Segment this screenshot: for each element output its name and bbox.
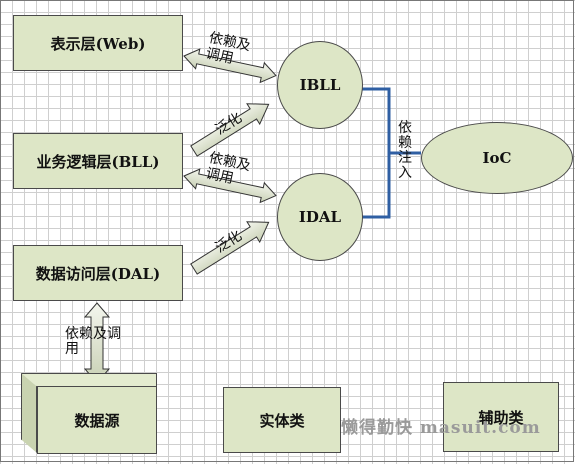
watermark: 懒得勤快 masuit.com	[341, 418, 541, 438]
node-datasource: 数据源	[21, 373, 159, 455]
node-entity-label: 实体类	[259, 411, 305, 430]
datasource-top	[21, 373, 157, 387]
node-helper: 辅助类	[443, 382, 559, 452]
node-web-label: 表示层(Web)	[50, 34, 146, 53]
node-dal: 数据访问层(DAL)	[13, 245, 183, 301]
node-ioc: IoC	[421, 122, 573, 194]
node-datasource-label: 数据源	[74, 411, 120, 430]
node-dal-label: 数据访问层(DAL)	[35, 264, 161, 283]
node-web: 表示层(Web)	[13, 15, 183, 71]
node-ibll: IBLL	[277, 41, 363, 129]
datasource-front: 数据源	[37, 386, 157, 454]
arrow-bll-ibll	[190, 103, 270, 157]
node-idal-label: IDAL	[298, 208, 342, 226]
node-ioc-label: IoC	[482, 149, 512, 167]
datasource-side	[21, 373, 37, 453]
arrow-bll-idal	[183, 168, 277, 204]
node-bll: 业务逻辑层(BLL)	[13, 133, 183, 189]
arrow-dal-idal	[190, 221, 270, 275]
node-idal: IDAL	[277, 173, 363, 261]
node-entity: 实体类	[223, 387, 341, 453]
edge-label-inject: 依赖注入	[398, 120, 412, 181]
arrow-web-ibll	[183, 48, 277, 84]
node-ibll-label: IBLL	[299, 76, 341, 94]
edge-label-dal-datasource: 依赖及调用	[65, 326, 121, 357]
node-bll-label: 业务逻辑层(BLL)	[36, 152, 160, 171]
ioc-connector	[359, 87, 421, 219]
node-helper-label: 辅助类	[478, 408, 524, 427]
